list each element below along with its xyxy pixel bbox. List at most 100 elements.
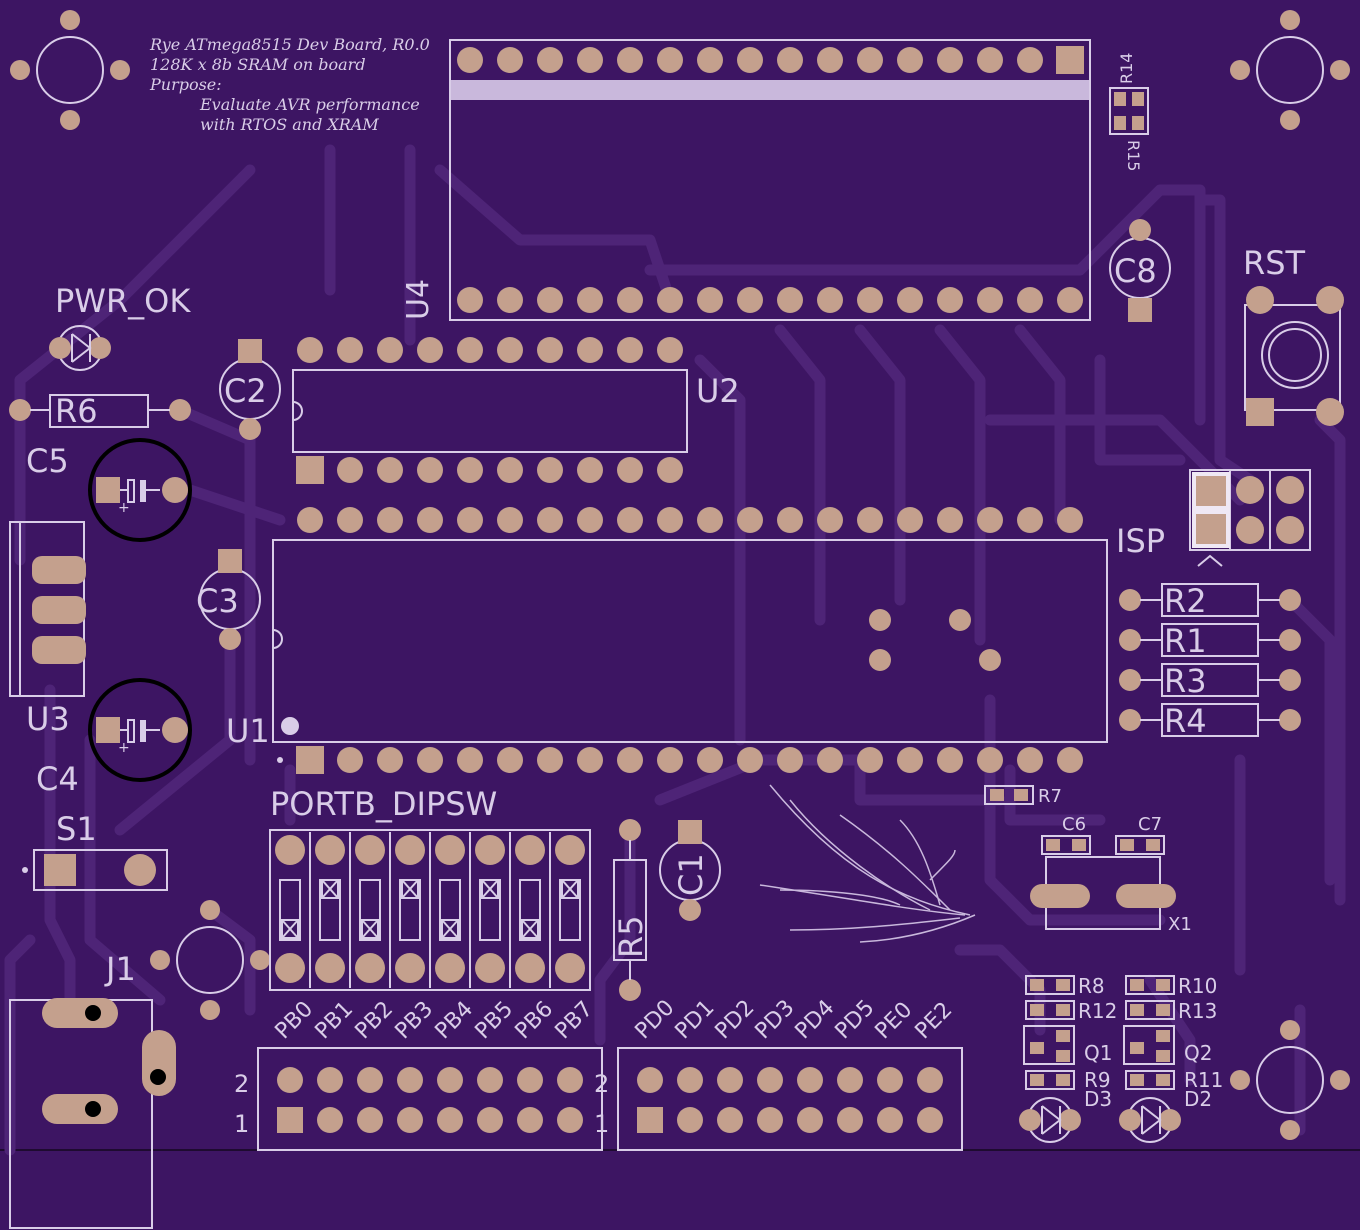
u2-bottom-pin-4 bbox=[417, 457, 443, 483]
u4-bottom-pin-7 bbox=[697, 287, 723, 313]
u2-top-pin-1 bbox=[297, 337, 323, 363]
u1-top-pin-10 bbox=[657, 507, 683, 533]
dip-pin-top-5 bbox=[435, 835, 465, 865]
portd-pin-row2-5 bbox=[797, 1067, 823, 1093]
r12-resistor: R12 bbox=[1025, 999, 1117, 1023]
u2-bottom-pin-10 bbox=[657, 457, 683, 483]
u4-bottom-pin-2 bbox=[497, 287, 523, 313]
dip-pin-top-4 bbox=[395, 835, 425, 865]
dip-switch-5[interactable] bbox=[439, 879, 461, 941]
portd-pin-row1-5 bbox=[797, 1107, 823, 1133]
reset-button[interactable]: RST bbox=[1243, 244, 1344, 426]
isp-label: ISP bbox=[1116, 522, 1165, 560]
r3-label: R3 bbox=[1164, 662, 1207, 700]
u2-bottom-pin-1 bbox=[296, 456, 324, 484]
u2-bottom-pin-3 bbox=[377, 457, 403, 483]
u1-bottom-pin-8 bbox=[577, 747, 603, 773]
u4-label: U4 bbox=[401, 279, 436, 320]
portb-pin-row2-6 bbox=[477, 1067, 503, 1093]
mounting-hole-mid-left bbox=[150, 900, 270, 1020]
dip-pin-top-8 bbox=[555, 835, 585, 865]
u1-bottom-pin-14 bbox=[817, 747, 843, 773]
dip-switch-3[interactable] bbox=[359, 879, 381, 941]
c4-label: C4 bbox=[36, 760, 79, 798]
board-note-line-2: 128K x 8b SRAM on board bbox=[150, 55, 366, 74]
u3-label: U3 bbox=[26, 700, 70, 738]
dip-pin-bottom-6 bbox=[475, 953, 505, 983]
portb-pin-row1-4 bbox=[397, 1107, 423, 1133]
u4-bottom-pin-4 bbox=[577, 287, 603, 313]
r7-label: R7 bbox=[1038, 786, 1062, 807]
portb-pin-row1-1 bbox=[277, 1107, 303, 1133]
portb-pin-row1-7 bbox=[517, 1107, 543, 1133]
r7-resistor: R7 bbox=[984, 785, 1062, 807]
u1-top-pin-19 bbox=[1017, 507, 1043, 533]
portb-row-1-label: 1 bbox=[234, 1110, 249, 1138]
u4-sram-chip: U4 bbox=[401, 39, 1091, 321]
c3-label: C3 bbox=[196, 582, 239, 620]
r9-resistor: R9 bbox=[1025, 1068, 1111, 1092]
u4-top-pin-5 bbox=[617, 47, 643, 73]
c3-capacitor: C3 bbox=[196, 549, 261, 650]
board-note-line-3: Purpose: bbox=[149, 75, 222, 94]
dip-switch-7[interactable] bbox=[519, 879, 541, 941]
dip-switch-1[interactable] bbox=[279, 879, 301, 941]
mounting-hole-top-right bbox=[1230, 10, 1350, 130]
u4-bottom-pin-13 bbox=[937, 287, 963, 313]
u4-bottom-pin-11 bbox=[857, 287, 883, 313]
u1-top-pin-8 bbox=[577, 507, 603, 533]
u2-bottom-pin-2 bbox=[337, 457, 363, 483]
portb-pin-row2-7 bbox=[517, 1067, 543, 1093]
portb-dipsw-label: PORTB_DIPSW bbox=[270, 785, 497, 823]
r3-resistor: R3 bbox=[1119, 662, 1301, 700]
u1-bottom-pin-4 bbox=[417, 747, 443, 773]
u1-bottom-pin-11 bbox=[697, 747, 723, 773]
d3-led: D3 bbox=[1019, 1087, 1112, 1143]
portb-pin-row2-4 bbox=[397, 1067, 423, 1093]
isp-header[interactable]: ISP bbox=[1116, 469, 1311, 567]
u2-bottom-pin-6 bbox=[497, 457, 523, 483]
d2-led: D2 bbox=[1119, 1087, 1212, 1143]
portd-pin-row1-6 bbox=[837, 1107, 863, 1133]
j1-dc-jack[interactable]: J1 bbox=[9, 950, 176, 1229]
u2-bottom-pin-5 bbox=[457, 457, 483, 483]
u1-top-pin-20 bbox=[1057, 507, 1083, 533]
u1-bottom-pin-17 bbox=[937, 747, 963, 773]
u1-top-pin-9 bbox=[617, 507, 643, 533]
portd-pin-row1-1 bbox=[637, 1107, 663, 1133]
dip-pin-bottom-5 bbox=[435, 953, 465, 983]
dip-pin-top-2 bbox=[315, 835, 345, 865]
u1-top-pin-4 bbox=[417, 507, 443, 533]
dip-pin-top-1 bbox=[275, 835, 305, 865]
u2-top-pin-6 bbox=[497, 337, 523, 363]
portd-pin-row2-4 bbox=[757, 1067, 783, 1093]
dip-pin-bottom-4 bbox=[395, 953, 425, 983]
portb-pin-row1-2 bbox=[317, 1107, 343, 1133]
u4-bottom-pin-15 bbox=[1017, 287, 1043, 313]
c8-capacitor: C8 bbox=[1109, 219, 1171, 322]
portb-dip-switch[interactable]: PORTB_DIPSW bbox=[269, 785, 591, 991]
s1-power-switch[interactable]: S1 bbox=[22, 810, 168, 891]
portd-pin-row1-4 bbox=[757, 1107, 783, 1133]
dip-pin-top-3 bbox=[355, 835, 385, 865]
u4-top-pin-3 bbox=[537, 47, 563, 73]
u4-top-pin-13 bbox=[937, 47, 963, 73]
u2-top-pin-3 bbox=[377, 337, 403, 363]
portb-row-2-label: 2 bbox=[234, 1070, 249, 1098]
c1-capacitor: C1 bbox=[659, 820, 721, 921]
u1-bottom-pin-20 bbox=[1057, 747, 1083, 773]
u1-top-pin-11 bbox=[697, 507, 723, 533]
u2-top-pin-9 bbox=[617, 337, 643, 363]
u4-bottom-pin-5 bbox=[617, 287, 643, 313]
u1-top-pin-14 bbox=[817, 507, 843, 533]
r5-label: R5 bbox=[612, 915, 650, 958]
c6-label: C6 bbox=[1062, 814, 1086, 835]
r2-label: R2 bbox=[1164, 582, 1207, 620]
led-driver-section: R8 R12 R10 R13 Q1 bbox=[1019, 974, 1223, 1143]
board-note-line-1: Rye ATmega8515 Dev Board, R0.0 bbox=[149, 35, 430, 54]
u4-top-pin-15 bbox=[1017, 47, 1043, 73]
portd-pin-row1-8 bbox=[917, 1107, 943, 1133]
r1-label: R1 bbox=[1164, 622, 1207, 660]
